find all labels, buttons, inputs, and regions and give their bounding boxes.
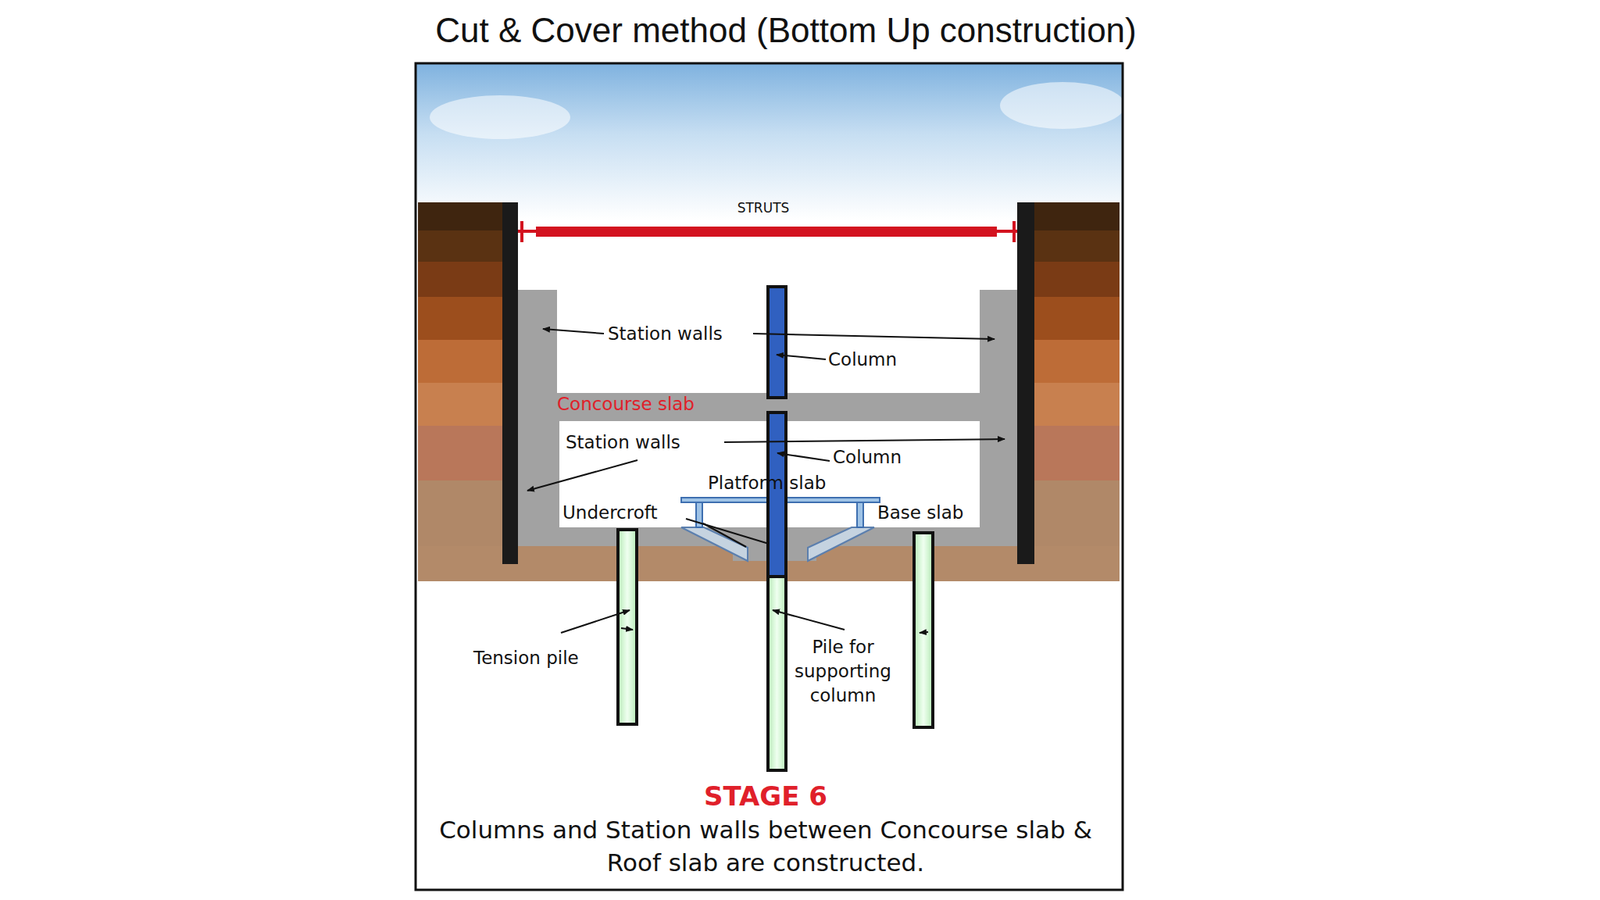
leader-line xyxy=(527,460,638,491)
leader-line xyxy=(919,632,929,633)
strut-label: STRUTS xyxy=(737,200,790,216)
soil-layer xyxy=(1034,480,1120,547)
part-label: Column xyxy=(828,349,897,370)
leader-line xyxy=(753,333,995,340)
soil-layer xyxy=(1034,382,1120,426)
part-label: Column xyxy=(832,446,902,468)
soil-left xyxy=(417,202,503,547)
soil-layer xyxy=(1034,296,1120,340)
leader-line xyxy=(560,610,630,633)
soil-layer xyxy=(417,296,503,340)
diaphragm-wall xyxy=(1017,202,1035,565)
strut-plate xyxy=(1012,221,1016,243)
leader-line xyxy=(724,439,1005,443)
part-label: Undercroft xyxy=(562,502,658,523)
undercroft-wall xyxy=(681,527,748,561)
tension-pile xyxy=(914,532,933,728)
part-label: Tension pile xyxy=(473,647,579,668)
sky xyxy=(415,63,1123,220)
soil-layer xyxy=(1034,230,1120,262)
soil-layer xyxy=(417,339,503,383)
part-label: Platform slab xyxy=(707,472,826,493)
soil-layer xyxy=(417,261,503,297)
leader-line xyxy=(621,628,633,630)
strut xyxy=(535,226,997,237)
soil-layer xyxy=(417,480,503,547)
column xyxy=(767,412,786,577)
soil-layer xyxy=(417,382,503,426)
soil-layer xyxy=(417,202,503,231)
undercroft-wall xyxy=(807,527,875,561)
platform-post xyxy=(857,502,864,528)
part-label: Station walls xyxy=(607,323,723,344)
part-label: Station walls xyxy=(565,432,681,453)
leader-line xyxy=(777,453,830,461)
part-label: Concourse slab xyxy=(557,393,695,415)
tension-pile xyxy=(617,529,637,725)
cloud xyxy=(1000,82,1125,129)
soil-layer xyxy=(1034,339,1120,383)
soil-layer xyxy=(417,425,503,481)
stage-label: STAGE 6 xyxy=(703,780,828,812)
part-label: Pile for supporting column xyxy=(780,635,906,708)
column xyxy=(767,286,786,398)
frame xyxy=(415,63,1123,890)
caption: Columns and Station walls between Concou… xyxy=(421,813,1110,879)
soil-layer xyxy=(417,230,503,262)
leaders xyxy=(527,328,1005,633)
leader-line xyxy=(772,610,845,630)
soil-right xyxy=(1034,202,1120,547)
cloud xyxy=(429,95,571,140)
part-label: Base slab xyxy=(877,502,964,523)
soil-layer xyxy=(1034,202,1120,231)
soil-layer xyxy=(1034,425,1120,481)
column-pile xyxy=(767,576,786,771)
leader-line xyxy=(703,523,747,547)
strut-plate xyxy=(520,221,524,243)
soil-layer xyxy=(1034,261,1120,297)
title: Cut & Cover method (Bottom Up constructi… xyxy=(435,10,1136,50)
leader-line xyxy=(685,518,769,544)
leader-line xyxy=(542,328,604,334)
leader-line xyxy=(776,354,826,360)
diaphragm-wall xyxy=(502,202,518,565)
